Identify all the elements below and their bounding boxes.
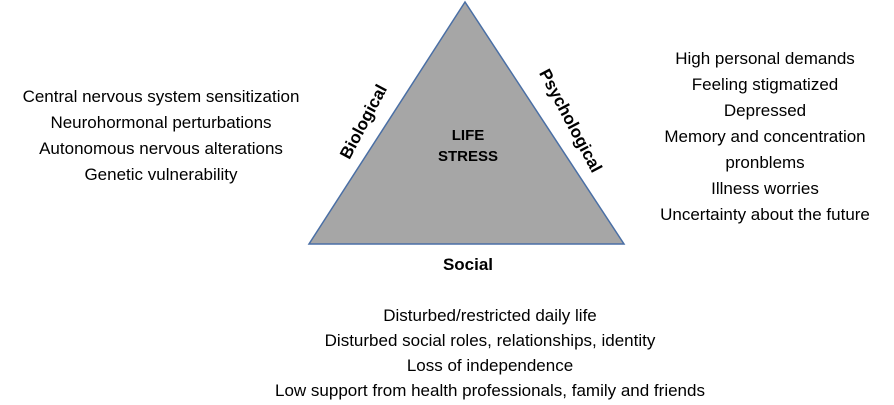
social-factor-list: Disturbed/restricted daily life Disturbe… xyxy=(180,303,800,403)
psychological-factor: Depressed xyxy=(723,101,807,120)
biological-factor-list: Central nervous system sensitization Neu… xyxy=(0,84,322,188)
social-factor: Low support from health professionals, f… xyxy=(275,381,705,400)
biological-factor: Central nervous system sensitization xyxy=(22,87,300,106)
psychological-factor: Feeling stigmatized xyxy=(691,75,839,94)
psychological-factor: High personal demands xyxy=(675,49,855,68)
center-label-line-1: LIFE xyxy=(451,127,485,144)
social-factor: Disturbed/restricted daily life xyxy=(383,306,597,325)
stress-triangle xyxy=(307,0,626,245)
psychological-factor: Uncertainty about the future xyxy=(660,205,870,224)
biological-factor: Genetic vulnerability xyxy=(84,165,238,184)
biological-factor: Neurohormonal perturbations xyxy=(50,113,272,132)
biological-factor: Autonomous nervous alterations xyxy=(39,139,283,158)
center-label-life-stress: LIFE STRESS xyxy=(416,125,520,167)
social-factor: Disturbed social roles, relationships, i… xyxy=(324,331,656,350)
social-factor: Loss of independence xyxy=(406,356,574,375)
axis-label-social: Social xyxy=(442,255,494,274)
psychological-factor: Illness worries xyxy=(711,179,819,198)
psychological-factor: Memory and concentration xyxy=(664,127,866,146)
psychological-factor: pronblems xyxy=(725,153,805,172)
center-label-line-2: STRESS xyxy=(437,148,498,165)
psychological-factor-list: High personal demands Feeling stigmatize… xyxy=(636,46,894,228)
